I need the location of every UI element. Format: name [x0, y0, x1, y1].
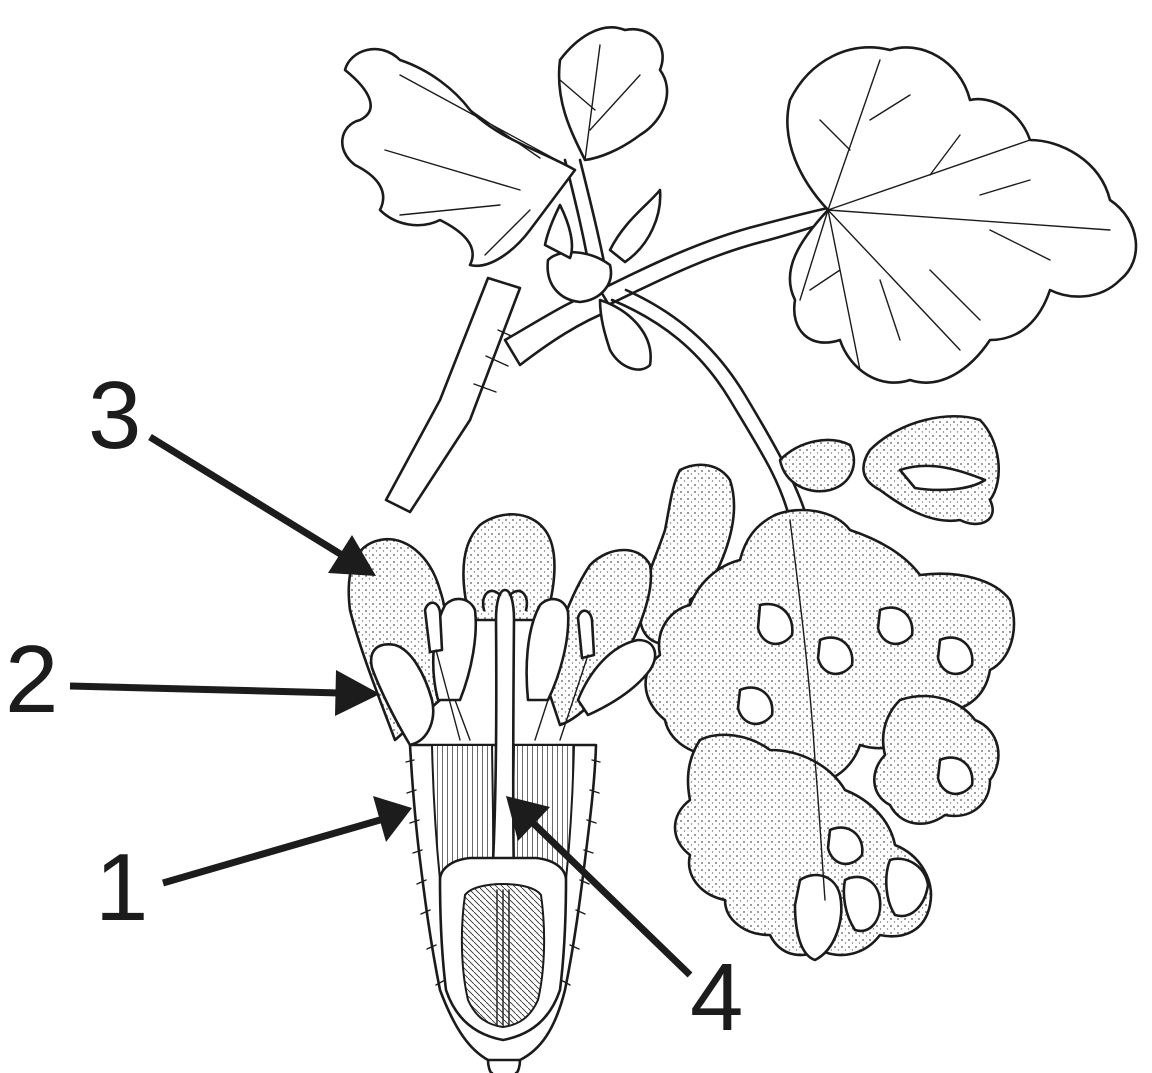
leaf-large-right — [787, 47, 1136, 382]
flower-raceme — [640, 416, 1014, 960]
label-3: 3 — [88, 362, 141, 469]
sectioned-flower — [349, 514, 655, 1073]
label-1: 1 — [95, 834, 148, 941]
arrow-2 — [70, 686, 340, 693]
label-4: 4 — [690, 944, 743, 1051]
arrow-3 — [150, 437, 342, 555]
arrow-1 — [163, 820, 380, 883]
leaf-upper-left — [342, 27, 667, 265]
bud-scales — [545, 190, 660, 370]
number-labels: 1 2 3 4 — [5, 362, 743, 1051]
woody-branch — [386, 278, 612, 512]
label-2: 2 — [5, 626, 58, 733]
